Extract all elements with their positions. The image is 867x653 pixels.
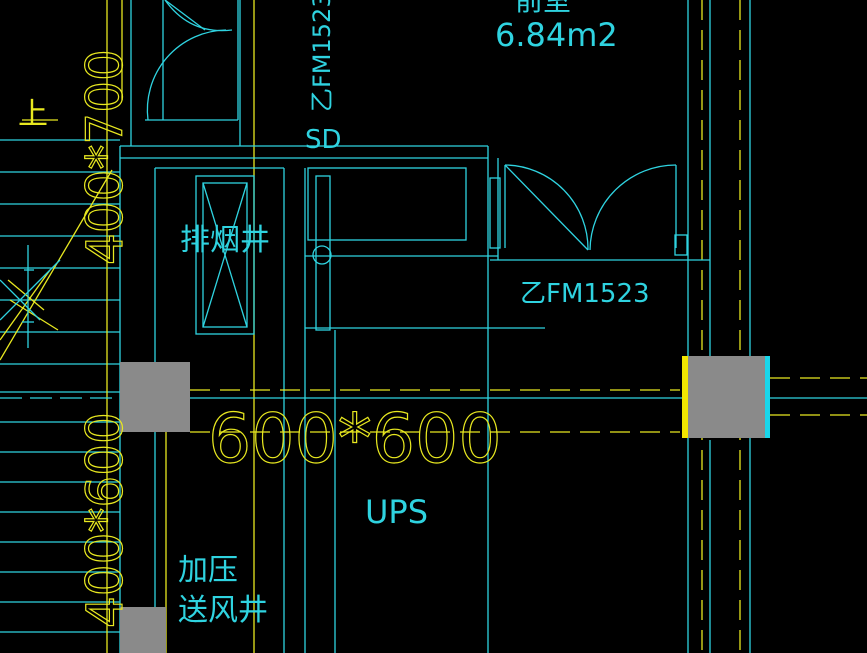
break-symbol: [0, 245, 61, 348]
door-mid-label: 乙FM1523: [520, 279, 650, 309]
walls: [119, 0, 751, 653]
beam-top-label: 400*700: [76, 49, 134, 265]
sd-element: [307, 167, 467, 331]
smoke-shaft-label: 排烟井: [180, 223, 270, 258]
double-door: [489, 164, 688, 256]
ups-label: UPS: [365, 493, 428, 531]
pressurize-label-2: 送风井: [178, 593, 268, 628]
door-top-label: 乙FM1523: [308, 0, 336, 112]
sd-label: SD: [305, 125, 342, 155]
column-bottom: [120, 607, 166, 653]
column-right: [686, 356, 768, 438]
stair-up-label: 上: [18, 97, 48, 132]
beam-dashes: [0, 377, 867, 433]
column-right-edge-yellow: [682, 356, 688, 438]
column-right-edge-cyan: [765, 356, 770, 438]
columns: [120, 356, 770, 653]
top-door: [146, 0, 233, 121]
column-left: [120, 362, 190, 432]
room-area-label: 6.84m2: [495, 16, 618, 54]
duct-size-label: 600*600: [208, 400, 502, 479]
beam-bottom-label: 400*600: [76, 412, 134, 628]
room-name-label: 前室: [515, 0, 571, 17]
smoke-shaft-box: [195, 175, 255, 335]
pressurize-label-1: 加压: [178, 553, 238, 588]
